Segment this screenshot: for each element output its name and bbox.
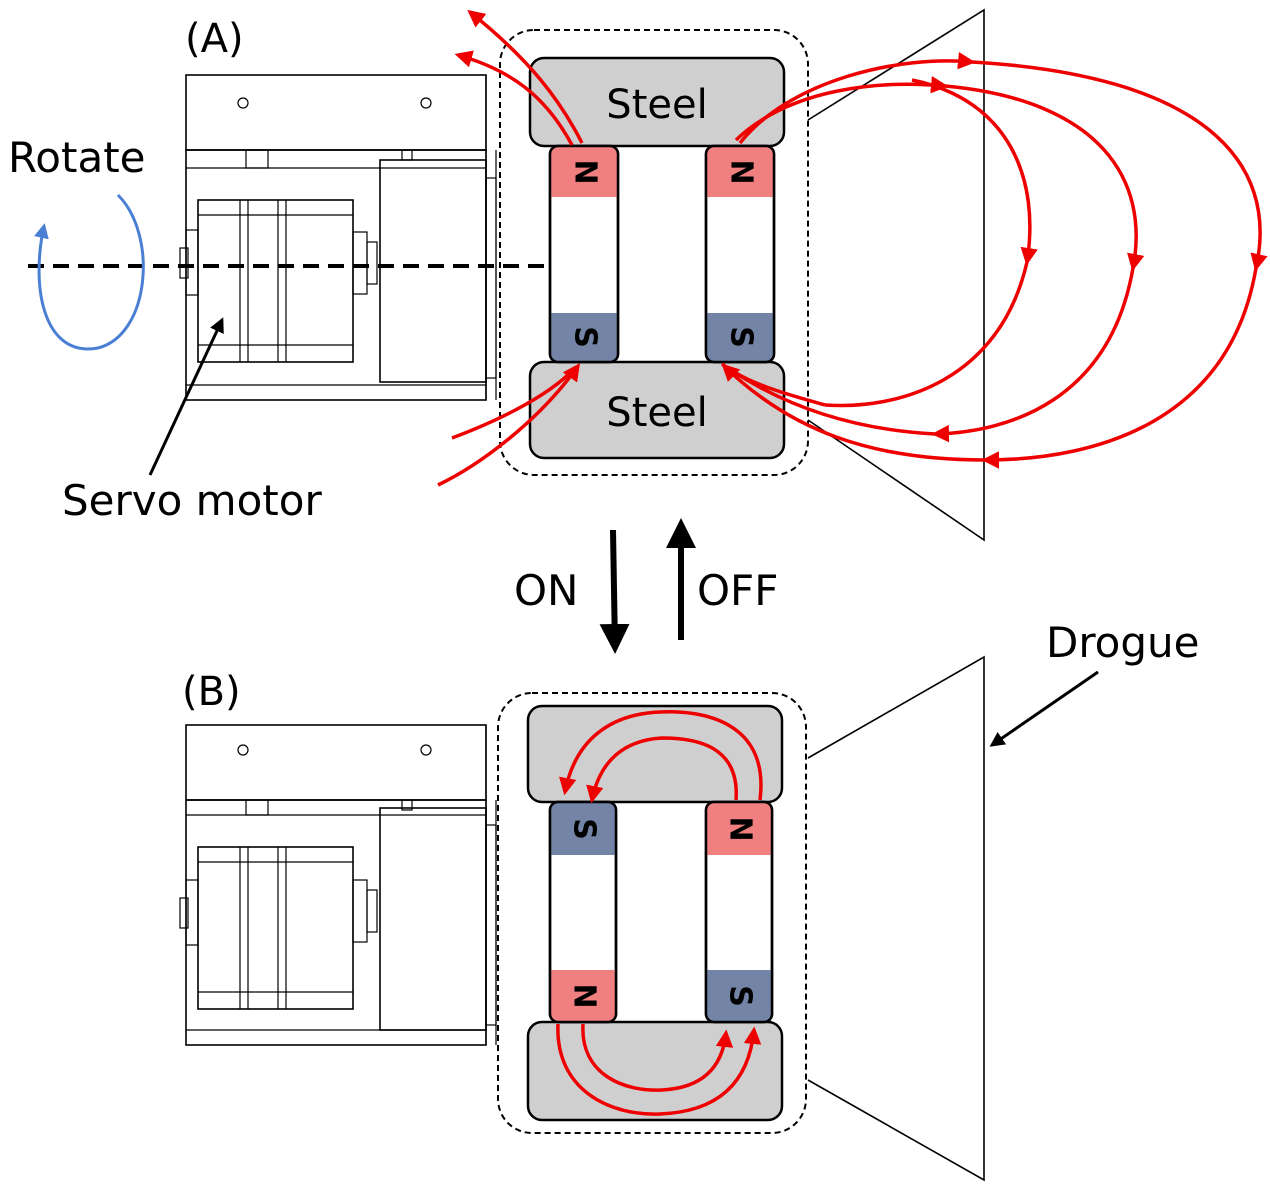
drogue-label: Drogue <box>1046 618 1200 667</box>
magnet-right-b: N S <box>704 800 774 1024</box>
on-off-switch: ON OFF <box>514 518 778 654</box>
pole-right-top-b: N <box>723 816 758 841</box>
pole-left-bottom-b: N <box>567 983 602 1008</box>
on-arrow-icon <box>599 529 630 654</box>
pole-right-bottom-b: S <box>723 985 758 1007</box>
rotate-arrow-icon <box>34 193 145 351</box>
pole-right-top-a: N <box>724 159 759 184</box>
magnet-right-a: N S <box>704 144 776 364</box>
panel-a-label: (A) <box>185 16 244 62</box>
magnet-assembly-enclosure-b <box>497 692 807 1134</box>
servo-motor-pointer-arrow-icon <box>148 317 224 476</box>
steel-block-bottom-a <box>528 360 786 460</box>
drogue-b <box>807 655 985 1182</box>
servo-motor-label: Servo motor <box>62 476 322 525</box>
pole-left-top-a: N <box>568 159 603 184</box>
pole-left-top-b: S <box>567 818 602 840</box>
pole-right-bottom-a: S <box>724 326 759 348</box>
panel-b-label: (B) <box>182 669 241 715</box>
pole-left-bottom-a: S <box>568 326 603 348</box>
magnet-left-b: S N <box>548 800 618 1024</box>
drogue-pointer-arrow-icon <box>989 670 1099 747</box>
steel-block-top-a <box>528 56 786 148</box>
on-label: ON <box>514 566 578 615</box>
servo-housing-b <box>179 724 497 1046</box>
field-lines-b <box>556 710 763 1116</box>
panel-b: (B) <box>179 618 1200 1182</box>
steel-label-top-a: Steel <box>606 82 707 128</box>
magnet-assembly-enclosure-a <box>499 29 809 476</box>
steel-label-bottom-a: Steel <box>606 390 707 436</box>
off-label: OFF <box>697 566 778 615</box>
field-lines-a <box>437 9 1268 487</box>
magnet-left-a: N S <box>548 144 620 364</box>
servo-housing-a <box>179 74 497 401</box>
steel-block-top-b <box>526 704 784 804</box>
rotate-label: Rotate <box>8 133 146 182</box>
panel-a: (A) <box>8 8 1268 542</box>
